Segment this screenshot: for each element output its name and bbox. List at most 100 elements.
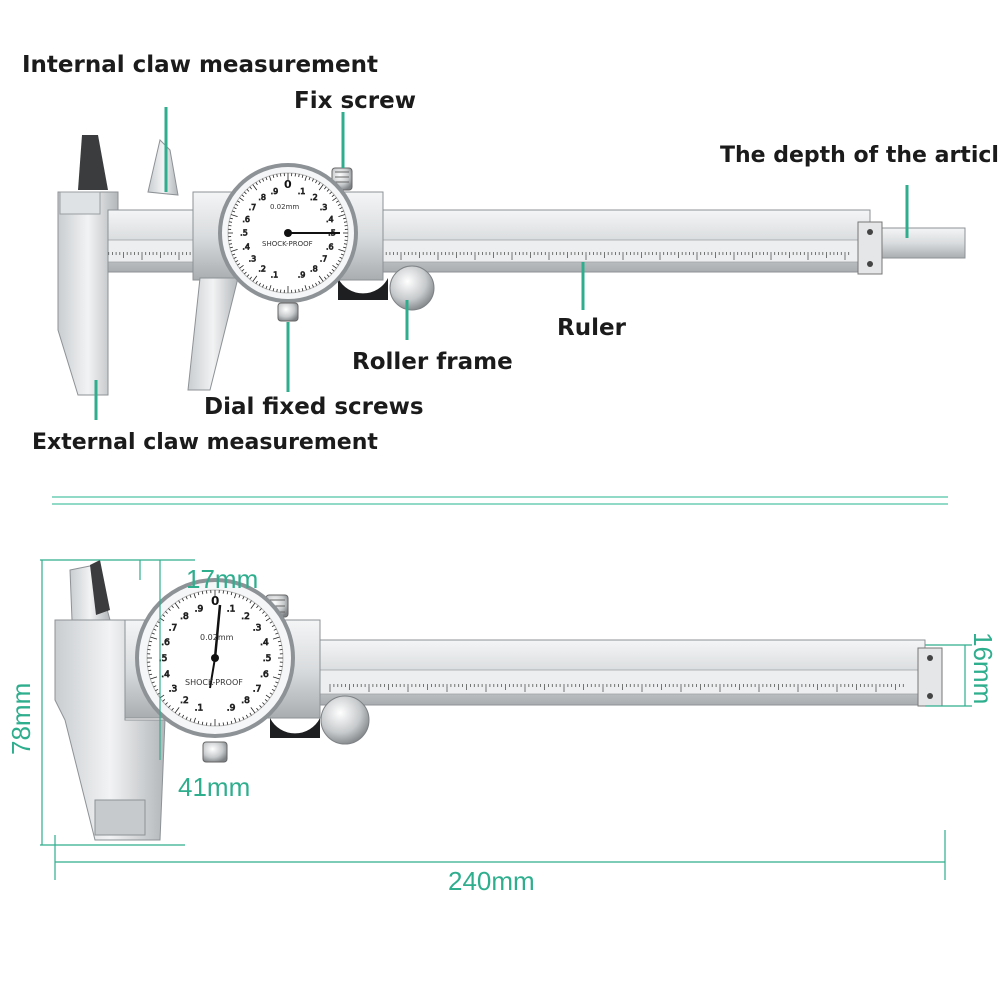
dial-number: .8 bbox=[180, 612, 189, 622]
dial-tick bbox=[234, 593, 237, 599]
dial-tick bbox=[249, 600, 252, 604]
dial-tick bbox=[228, 243, 233, 245]
dial-tick bbox=[273, 628, 277, 631]
dial-tick bbox=[159, 617, 165, 622]
dial-tick bbox=[301, 174, 304, 178]
dial-number: .2 bbox=[310, 193, 318, 202]
dial-tick bbox=[275, 681, 279, 684]
dial-tick bbox=[162, 699, 166, 702]
dial-tick bbox=[272, 676, 280, 680]
dial-tick bbox=[246, 274, 250, 278]
dial-tick bbox=[197, 720, 200, 724]
dial-tick bbox=[165, 702, 168, 705]
dial-tick bbox=[332, 197, 337, 201]
dial-tick bbox=[337, 203, 341, 206]
dial-tick bbox=[181, 714, 185, 718]
dial-tick bbox=[245, 714, 249, 718]
dial-tick bbox=[250, 707, 256, 714]
end-cap-screw bbox=[867, 229, 873, 235]
dial-tick bbox=[315, 180, 318, 184]
dial-number: .6 bbox=[242, 215, 250, 224]
dial-tick bbox=[150, 636, 158, 640]
dial-tick bbox=[326, 188, 330, 192]
dial-number: .3 bbox=[169, 685, 178, 695]
dial-tick bbox=[238, 594, 241, 598]
dim-dial-bottom: 41mm bbox=[178, 772, 251, 802]
bottom-fixed-jaw bbox=[54, 560, 166, 841]
dial-tick bbox=[256, 707, 259, 711]
dial-tick bbox=[277, 673, 281, 676]
label-roller-frame: Roller frame bbox=[352, 349, 513, 375]
dial-tick bbox=[340, 210, 344, 213]
dial-number: .6 bbox=[260, 670, 269, 680]
top-dial: .1.9.2.8.3.7.4.6.5.5.6.4.7.3.8.2.9.1 bbox=[218, 163, 358, 303]
bottom-dial-zero: 0 bbox=[211, 594, 220, 608]
dial-tick bbox=[185, 596, 188, 600]
dial-number: .1 bbox=[195, 703, 204, 713]
dial-number: .3 bbox=[253, 623, 262, 633]
top-dial-shockproof: SHOCK-PROOF bbox=[262, 240, 313, 248]
dial-tick bbox=[269, 621, 273, 624]
dial-tick bbox=[162, 614, 166, 617]
dial-tick bbox=[278, 644, 282, 647]
dial-tick bbox=[149, 673, 153, 676]
dial-tick bbox=[159, 694, 165, 699]
dial-tick bbox=[189, 718, 192, 722]
dial-tick bbox=[237, 200, 241, 203]
dial-number: .2 bbox=[241, 612, 250, 622]
dial-tick bbox=[272, 288, 275, 292]
top-dial-zero: 0 bbox=[284, 178, 292, 191]
dial-tick bbox=[339, 207, 343, 210]
dial-tick bbox=[264, 699, 268, 702]
label-depth: The depth of the article bbox=[720, 143, 1000, 168]
dial-number: .9 bbox=[271, 187, 279, 196]
dial-tick bbox=[171, 707, 174, 711]
dial-tick bbox=[331, 194, 335, 197]
dial-tick bbox=[171, 605, 174, 609]
bottom-dial-shockproof: SHOCK-PROOF bbox=[185, 678, 243, 687]
dial-tick bbox=[153, 628, 157, 631]
dial-tick bbox=[277, 640, 281, 643]
dial-tick bbox=[271, 688, 275, 692]
dial-number: .7 bbox=[253, 685, 262, 695]
dial-tick bbox=[343, 221, 348, 223]
dial-tick bbox=[259, 705, 262, 708]
top-ruler-ticks bbox=[104, 252, 850, 260]
dial-tick bbox=[276, 288, 278, 293]
dial-tick bbox=[246, 188, 250, 192]
dial-number: .1 bbox=[227, 605, 236, 615]
dial-number: .2 bbox=[180, 696, 189, 706]
dial-tick bbox=[338, 214, 346, 218]
dial-number: .4 bbox=[161, 670, 170, 680]
dial-tick bbox=[243, 271, 247, 275]
dimension-lines bbox=[40, 559, 972, 880]
dial-tick bbox=[265, 617, 271, 622]
label-fix-screw: Fix screw bbox=[294, 88, 416, 114]
dial-tick bbox=[201, 721, 204, 725]
dial-number: .1 bbox=[298, 187, 306, 196]
dial-tick bbox=[193, 717, 196, 723]
bottom-roller-knob bbox=[320, 695, 370, 745]
depth-rod bbox=[869, 227, 966, 259]
dial-tick bbox=[174, 707, 180, 714]
dial-tick bbox=[228, 221, 233, 223]
label-ruler: Ruler bbox=[557, 315, 626, 341]
dim-dial-top: 17mm bbox=[186, 564, 259, 594]
dial-tick bbox=[153, 685, 157, 688]
dial-tick bbox=[250, 602, 256, 609]
dial-tick bbox=[237, 263, 241, 266]
dial-tick bbox=[329, 191, 333, 195]
dial-tick bbox=[148, 644, 152, 647]
section-divider bbox=[52, 496, 948, 505]
dial-tick bbox=[308, 177, 311, 181]
dial-number: .7 bbox=[169, 623, 178, 633]
dial-number: .8 bbox=[258, 193, 266, 202]
dial-tick bbox=[329, 271, 333, 275]
dim-beam-height: 16mm bbox=[968, 632, 998, 705]
dial-tick bbox=[232, 210, 236, 213]
dial-tick bbox=[262, 284, 265, 288]
dial-tick bbox=[318, 182, 321, 186]
dial-number: .6 bbox=[326, 242, 334, 251]
internal-claw bbox=[147, 139, 179, 196]
fixed-jaw bbox=[57, 135, 119, 396]
